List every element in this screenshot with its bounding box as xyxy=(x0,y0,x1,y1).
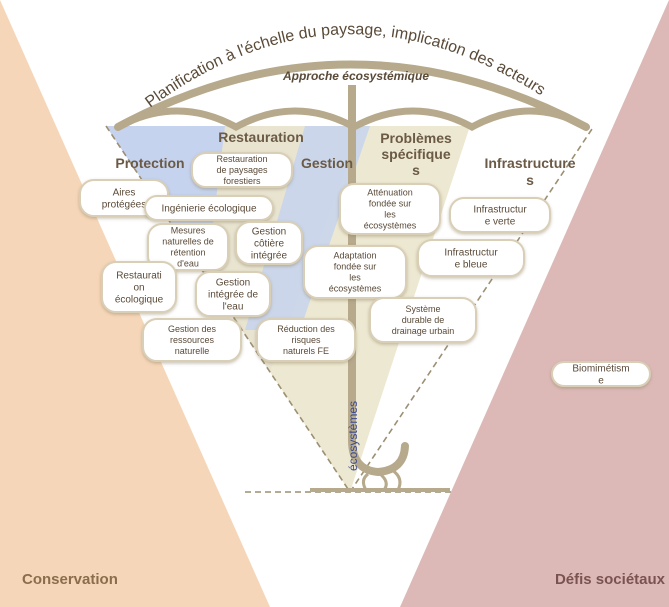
svg-text:Infrastructure bleue: Infrastructure bleue xyxy=(444,248,498,271)
handle-text: écosystèmes xyxy=(346,401,360,471)
pill-ingenierie-ecologique: Ingénierie écologique xyxy=(144,195,274,221)
category-gestion: Gestion xyxy=(301,155,353,171)
conservation-label: Conservation xyxy=(22,571,118,588)
roots xyxy=(361,468,402,491)
svg-text:Ingénierie écologique: Ingénierie écologique xyxy=(161,204,257,215)
gestion-band xyxy=(245,126,370,330)
category-restauration: Restauration xyxy=(218,129,304,145)
svg-text:écosystèmes: écosystèmes xyxy=(346,401,360,471)
societal-challenges-triangle xyxy=(400,0,669,607)
umbrella-subtitle: Approche écosystémique xyxy=(282,69,429,83)
societal-challenges-label: Défis sociétaux xyxy=(555,571,666,588)
svg-text:Infrastructure verte: Infrastructure verte xyxy=(473,205,527,228)
umbrella-hook xyxy=(348,436,409,477)
category-protection: Protection xyxy=(115,155,184,171)
umbrella-canopy xyxy=(114,60,590,131)
